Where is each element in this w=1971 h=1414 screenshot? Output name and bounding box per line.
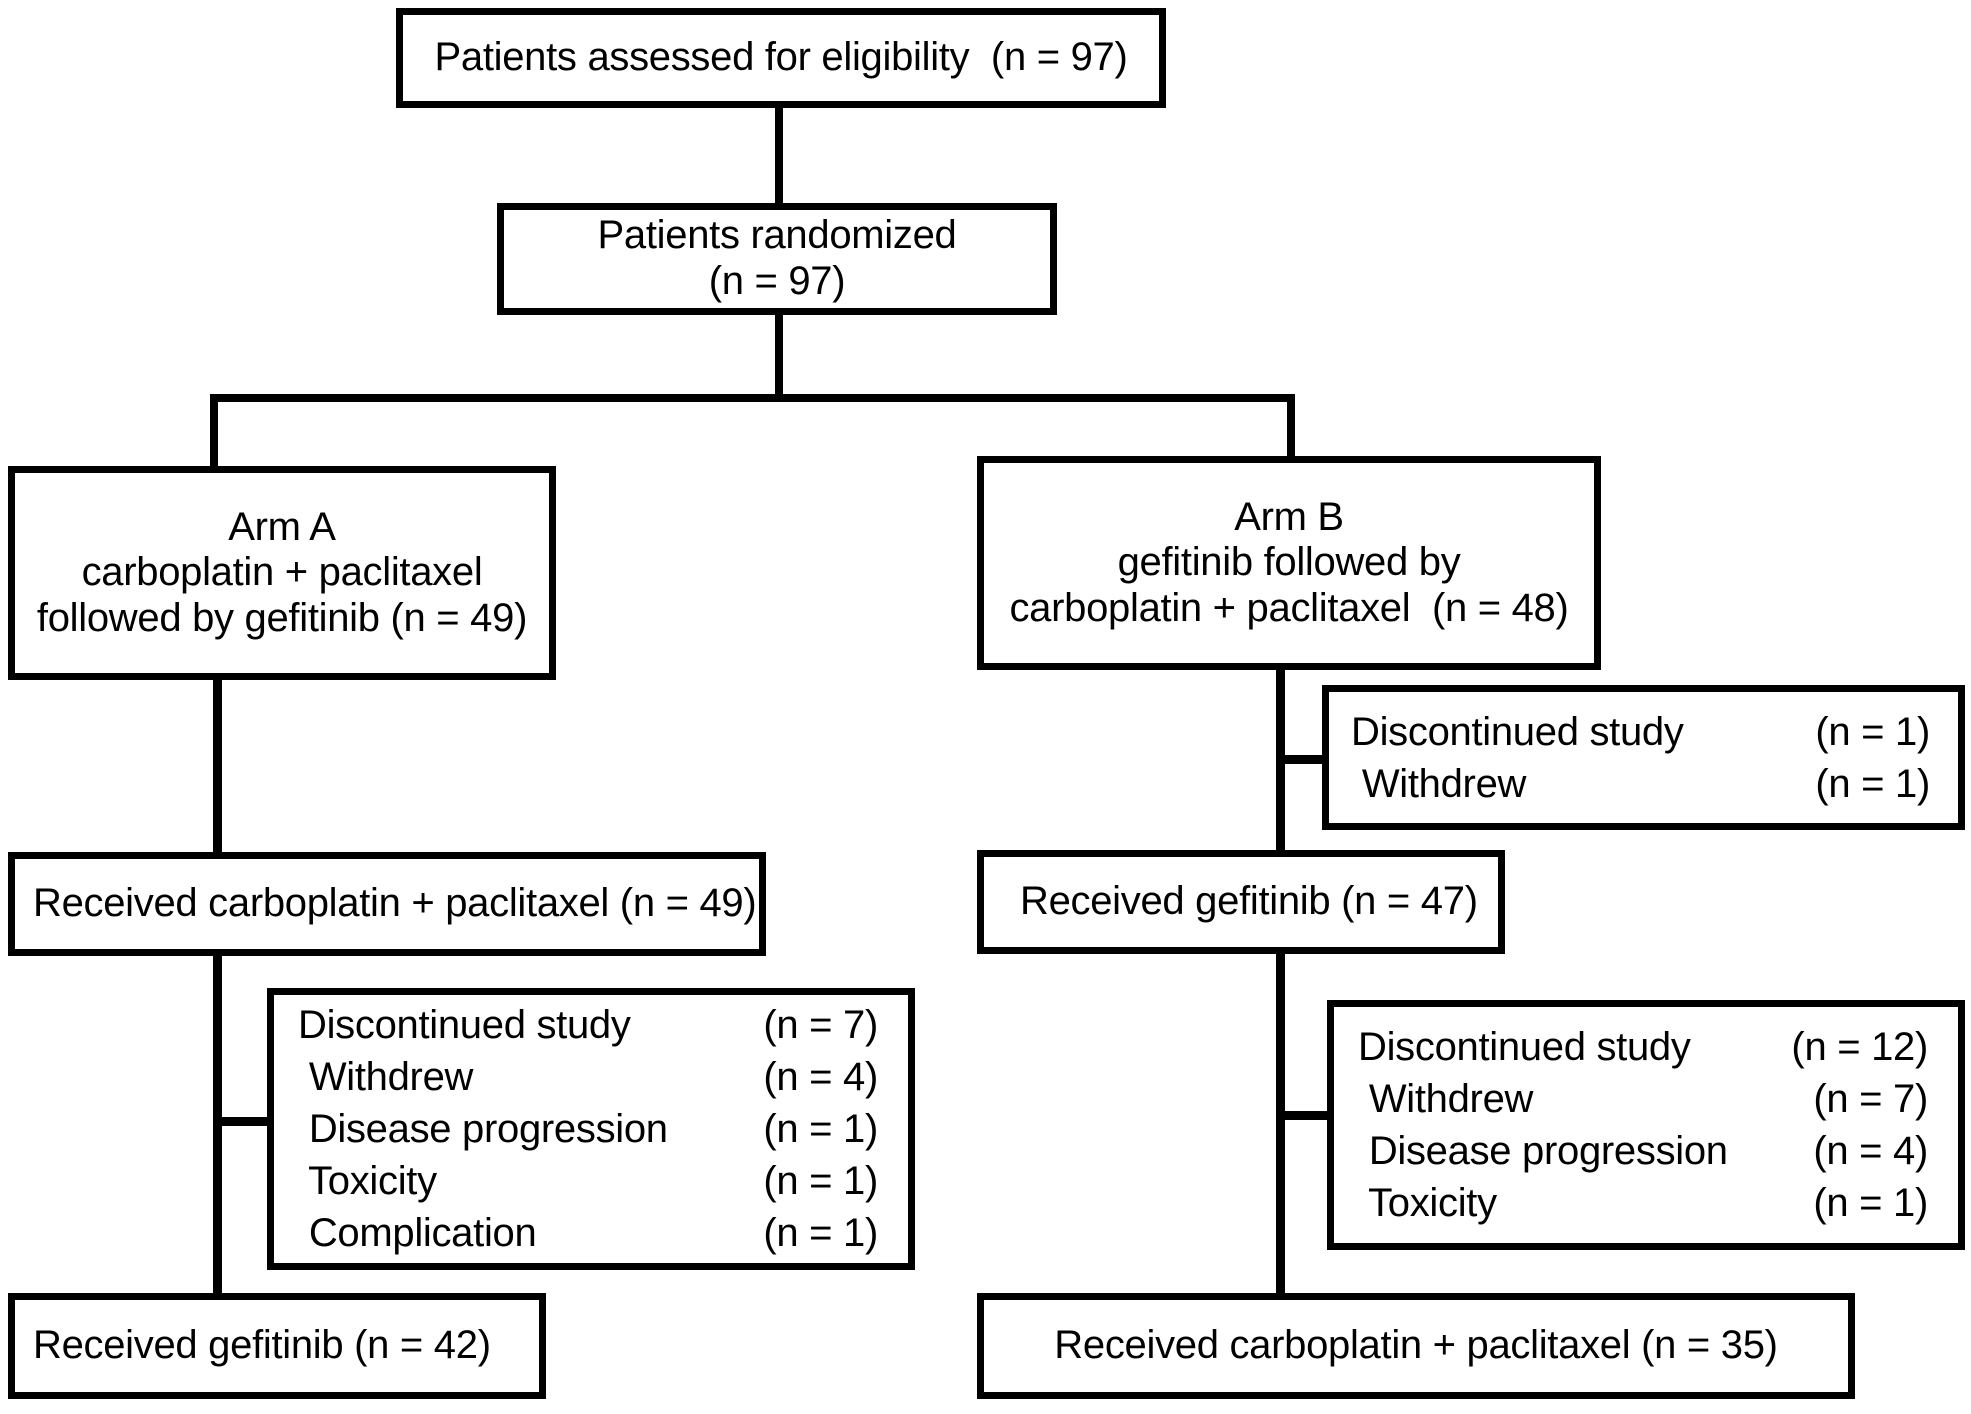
reason-label: Discontinued study — [1351, 709, 1684, 754]
connector-split-left-down — [210, 394, 218, 466]
node-arm-a-line1: Arm A — [228, 504, 336, 549]
reason-count: (n = 1) — [1815, 709, 1930, 754]
reason-label: Toxicity — [298, 1159, 437, 1203]
reason-label: Disease progression — [1358, 1129, 1728, 1173]
arm-a-discontinued-rows: Discontinued study (n = 7) Withdrew (n =… — [298, 999, 878, 1259]
reason-count: (n = 1) — [763, 1107, 878, 1151]
reason-label: Disease progression — [298, 1107, 668, 1151]
node-eligibility-text: Patients assessed for eligibility (n = 9… — [434, 35, 1128, 80]
reason-row: Withdrew (n = 1) — [1351, 758, 1930, 810]
reason-row: Withdrew (n = 7) — [1358, 1073, 1928, 1125]
reason-row: Disease progression (n = 4) — [1358, 1125, 1928, 1177]
reason-count: (n = 4) — [763, 1055, 878, 1099]
reason-row: Toxicity (n = 1) — [1358, 1177, 1928, 1229]
reason-row: Disease progression (n = 1) — [298, 1103, 878, 1155]
reason-label: Discontinued study — [1358, 1025, 1691, 1069]
reason-row: Withdrew (n = 4) — [298, 1051, 878, 1103]
reason-count: (n = 1) — [763, 1211, 878, 1255]
node-arm-b-received-carboplatin-paclitaxel[interactable]: Received carboplatin + paclitaxel (n = 3… — [977, 1293, 1855, 1399]
reason-label: Withdrew — [1351, 761, 1527, 806]
connector-split-right-down — [1287, 394, 1295, 456]
reason-count: (n = 1) — [763, 1159, 878, 1203]
connector-arm-a-spine-upper — [213, 676, 222, 856]
node-arm-a-line2: carboplatin + paclitaxel — [81, 550, 483, 595]
node-arm-b-early-discontinued[interactable]: Discontinued study (n = 1) Withdrew (n =… — [1322, 685, 1965, 830]
node-arm-b[interactable]: Arm B gefitinib followed by carboplatin … — [977, 456, 1601, 670]
reason-count: (n = 1) — [1813, 1181, 1928, 1225]
arm-b-discontinued-rows: Discontinued study (n = 12) Withdrew (n … — [1358, 1021, 1928, 1229]
reason-label: Discontinued study — [298, 1003, 631, 1047]
reason-row: Discontinued study (n = 1) — [1351, 706, 1930, 758]
reason-label: Withdrew — [298, 1055, 474, 1099]
reason-count: (n = 7) — [763, 1003, 878, 1047]
node-arm-a-received-second-text: Received gefitinib (n = 42) — [33, 1323, 491, 1368]
reason-row: Complication (n = 1) — [298, 1207, 878, 1259]
reason-row: Discontinued study (n = 7) — [298, 999, 878, 1051]
node-randomized-line1: Patients randomized — [597, 213, 957, 258]
node-arm-b-received-gefitinib[interactable]: Received gefitinib (n = 47) — [977, 850, 1505, 954]
node-arm-a-received-first-text: Received carboplatin + paclitaxel (n = 4… — [33, 881, 757, 926]
reason-count: (n = 1) — [1815, 761, 1930, 806]
connector-arm-a-spine-lower — [213, 954, 222, 1299]
node-arm-b-line1: Arm B — [1234, 494, 1344, 539]
reason-label: Complication — [298, 1211, 537, 1255]
reason-count: (n = 12) — [1791, 1025, 1928, 1069]
connector-randomized-down — [775, 310, 783, 402]
connector-arm-b-spine-lower — [1276, 951, 1285, 1299]
connector-arm-b-early-stub — [1276, 755, 1326, 764]
connector-arm-b-discontinued-stub — [1276, 1111, 1331, 1120]
node-arm-b-received-second-text: Received carboplatin + paclitaxel (n = 3… — [1054, 1323, 1778, 1368]
connector-split-horizontal — [210, 394, 1295, 402]
node-arm-b-discontinued[interactable]: Discontinued study (n = 12) Withdrew (n … — [1327, 1000, 1965, 1250]
connector-eligibility-to-randomized — [775, 100, 783, 208]
node-arm-a[interactable]: Arm A carboplatin + paclitaxel followed … — [8, 466, 556, 680]
node-arm-a-received-carboplatin-paclitaxel[interactable]: Received carboplatin + paclitaxel (n = 4… — [8, 852, 766, 956]
reason-row: Toxicity (n = 1) — [298, 1155, 878, 1207]
node-arm-b-received-first-text: Received gefitinib (n = 47) — [1020, 879, 1478, 924]
node-patients-randomized[interactable]: Patients randomized (n = 97) — [497, 203, 1057, 315]
node-randomized-line2: (n = 97) — [708, 259, 846, 303]
reason-count: (n = 4) — [1813, 1129, 1928, 1173]
node-arm-a-received-gefitinib[interactable]: Received gefitinib (n = 42) — [8, 1293, 546, 1399]
arm-b-early-discontinued-rows: Discontinued study (n = 1) Withdrew (n =… — [1351, 706, 1930, 810]
node-arm-a-discontinued[interactable]: Discontinued study (n = 7) Withdrew (n =… — [267, 988, 915, 1270]
reason-label: Withdrew — [1358, 1077, 1534, 1121]
node-arm-a-line3: followed by gefitinib (n = 49) — [36, 595, 528, 640]
reason-row: Discontinued study (n = 12) — [1358, 1021, 1928, 1073]
node-patients-assessed-for-eligibility[interactable]: Patients assessed for eligibility (n = 9… — [396, 8, 1166, 108]
reason-label: Toxicity — [1358, 1181, 1497, 1225]
node-arm-b-line3: carboplatin + paclitaxel (n = 48) — [1009, 585, 1569, 630]
connector-arm-a-discontinued-stub — [213, 1117, 271, 1126]
node-arm-b-line2: gefitinib followed by — [1117, 540, 1461, 585]
reason-count: (n = 7) — [1813, 1077, 1928, 1121]
